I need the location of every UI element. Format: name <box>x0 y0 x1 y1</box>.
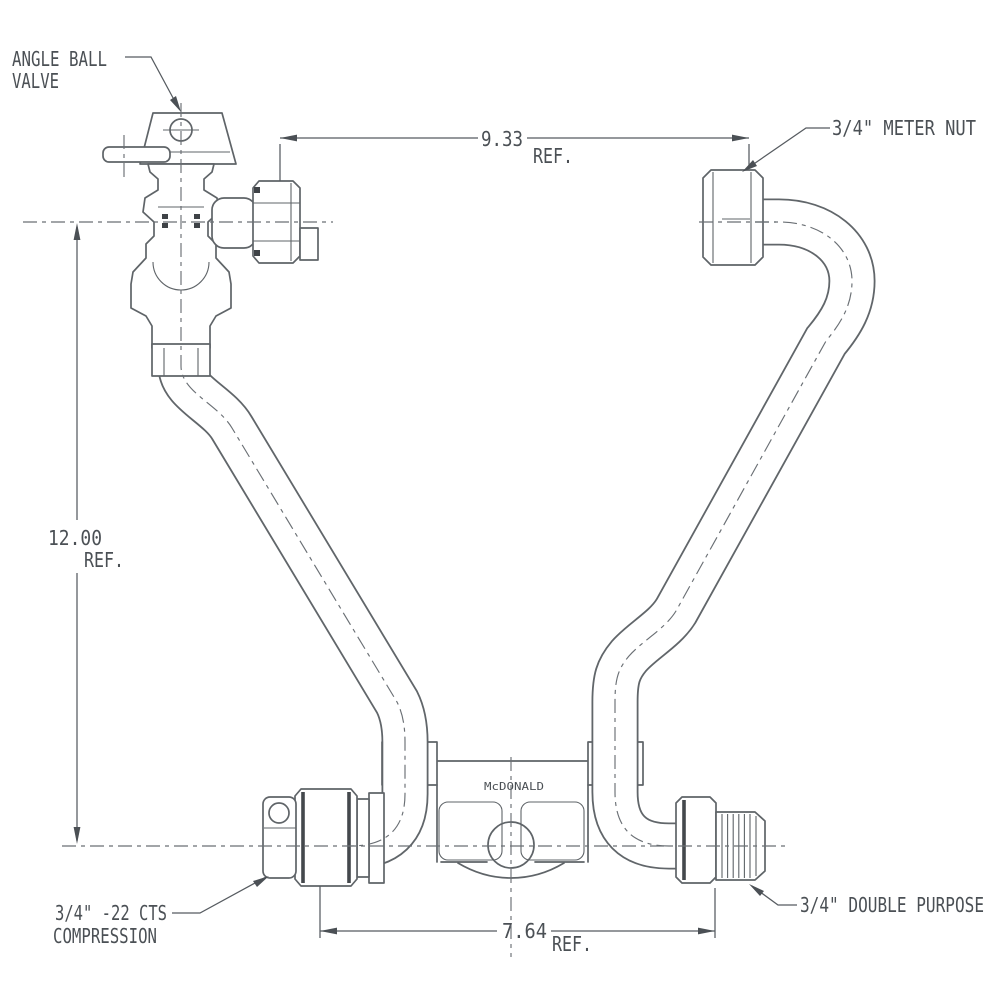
leader-cts-compression <box>172 876 267 914</box>
dim-value-height: 12.00 <box>48 526 102 550</box>
meter-nut-body <box>702 169 764 266</box>
compression-flange <box>368 792 385 884</box>
dim-extension-lines-top <box>279 144 750 181</box>
leader-arrow-meter-nut <box>742 160 757 172</box>
valve-outlet-nut-lines <box>253 183 300 261</box>
recessed-panel-left <box>438 801 503 861</box>
angle-ball-valve <box>102 112 319 377</box>
angle-ball-valve-label-line2: VALVE <box>12 69 59 93</box>
angle-ball-valve-label-line1: ANGLE BALL <box>12 47 107 71</box>
dim-arrow-right <box>732 134 749 142</box>
double-purpose-nut <box>675 796 717 884</box>
annotations: ANGLE BALL VALVE 3/4" METER NUT 9.33 REF… <box>12 47 984 956</box>
meter-nut-label: 3/4" METER NUT <box>832 116 976 140</box>
cts-compression-label-line1: 3/4" -22 CTS <box>55 901 167 925</box>
dim-arrow-right <box>698 927 715 935</box>
dimension-12-00 <box>73 223 81 844</box>
meter-nut-fitting <box>702 169 764 266</box>
dim-value-bottom: 7.64 <box>502 919 547 943</box>
yoke-bar-sides <box>436 784 589 863</box>
dim-arrow-down <box>73 827 81 844</box>
dim-arrow-left <box>320 927 337 935</box>
compression-cap-hole <box>268 802 290 824</box>
right-riser-centerline <box>614 221 853 847</box>
left-riser-centerline <box>180 356 406 847</box>
dim-value-top: 9.33 <box>481 127 523 151</box>
leader-arrow-cts-compression <box>253 876 269 887</box>
compression-fitting <box>262 788 385 887</box>
label-leaders <box>125 56 830 914</box>
leader-arrow-angle-ball-valve <box>170 96 181 112</box>
leader-meter-nut <box>744 127 830 171</box>
compression-nut-bands <box>301 792 351 883</box>
dim-ref-height: REF. <box>84 548 124 572</box>
leader-angle-ball-valve <box>125 56 180 110</box>
meter-nut-detail-lines <box>712 172 752 263</box>
leader-arrow-double-purpose <box>749 884 764 896</box>
valve-outlet-spud <box>299 227 319 261</box>
packing-dot <box>194 214 200 219</box>
valve-tee-handle <box>102 146 171 163</box>
compression-cap <box>262 796 297 879</box>
cts-compression-label-line2: COMPRESSION <box>53 924 157 948</box>
valve-outlet-tailpiece <box>211 197 257 249</box>
packing-dot <box>162 223 168 228</box>
packing-dot <box>194 223 200 228</box>
double-purpose-fitting <box>675 796 766 884</box>
nut-chamfer-mark <box>254 187 260 193</box>
dim-arrow-left <box>280 134 297 142</box>
dim-arrow-up <box>73 223 81 240</box>
brand-mark-text: McDONALD <box>484 780 544 793</box>
valve-tail-tube-lines <box>163 348 199 376</box>
compression-ring <box>356 798 370 878</box>
nut-chamfer-mark <box>254 250 260 256</box>
left-riser-core <box>159 358 427 868</box>
dim-ref-bottom: REF. <box>552 932 592 956</box>
dimension-9-33 <box>279 134 750 181</box>
recessed-panel-right <box>520 801 585 861</box>
centerlines <box>23 103 853 957</box>
packing-dot <box>162 214 168 219</box>
dim-extension-lines-bottom <box>319 886 716 938</box>
dim-ref-top: REF. <box>533 144 573 168</box>
dimension-7-64 <box>319 886 716 938</box>
riser-pipes <box>157 198 876 870</box>
double-purpose-label: 3/4" DOUBLE PURPOSE <box>800 893 984 917</box>
